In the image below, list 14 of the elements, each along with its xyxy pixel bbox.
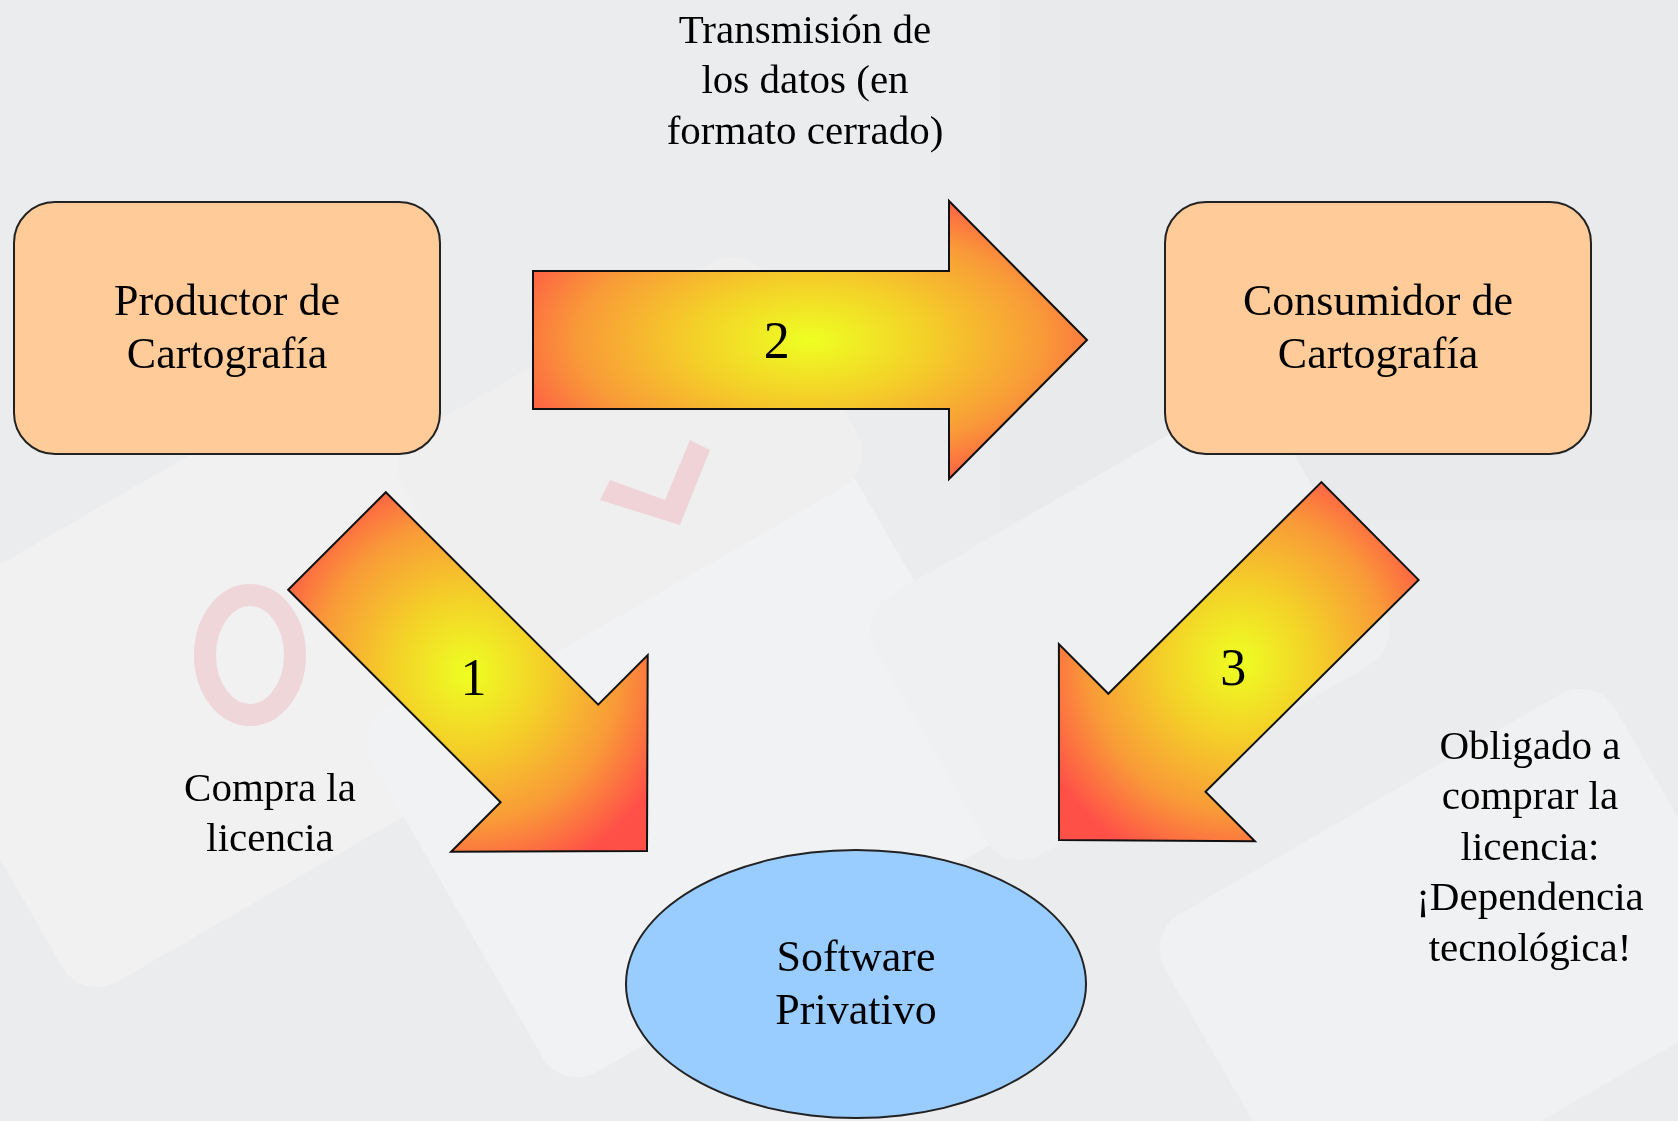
block-arrow bbox=[286, 490, 649, 853]
step-number: 2 bbox=[763, 310, 790, 370]
annotation-text: Obligado a comprar la licencia: ¡Dependencia tecnológica! bbox=[1415, 721, 1645, 972]
annotation-text: Transmisión de los datos (en formato cerrado) bbox=[665, 5, 945, 155]
node-label: Productor de Cartografía bbox=[112, 275, 342, 380]
step-number: 3 bbox=[1220, 637, 1247, 697]
step-number: 1 bbox=[460, 647, 487, 707]
rounded-box bbox=[1164, 201, 1592, 455]
node-label: Consumidor de Cartografía bbox=[1241, 275, 1515, 380]
rounded-box bbox=[13, 201, 441, 455]
block-arrow bbox=[532, 198, 1089, 482]
annotation-text: Compra la licencia bbox=[183, 763, 357, 863]
block-arrow bbox=[1057, 480, 1420, 843]
node-label: Software Privativo bbox=[774, 931, 938, 1036]
